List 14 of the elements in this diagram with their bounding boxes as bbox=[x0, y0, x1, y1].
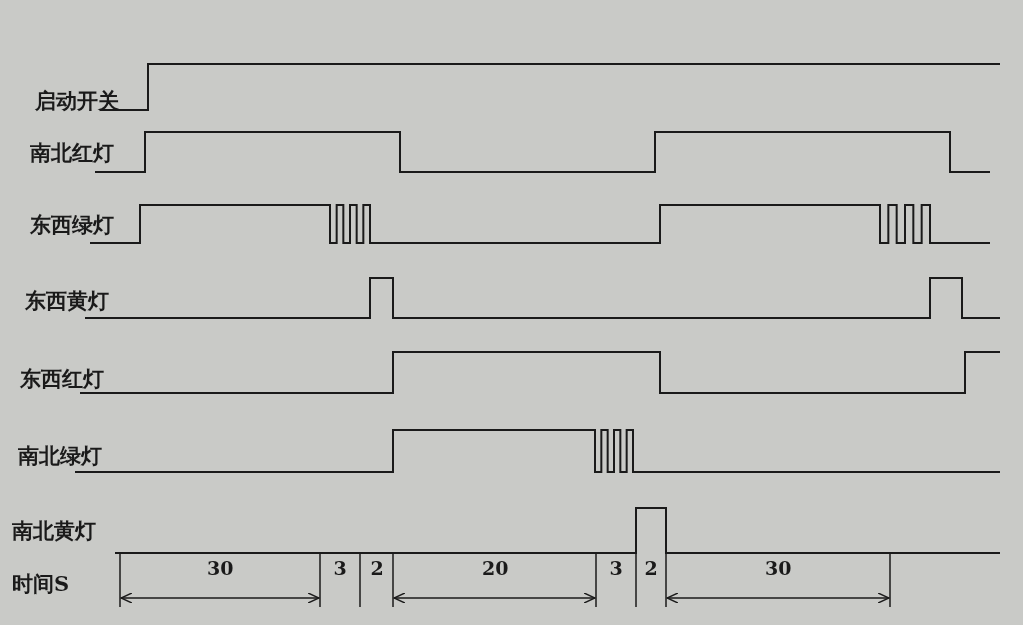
axis-label: 时间S bbox=[12, 572, 70, 594]
signal-label: 南北绿灯 bbox=[18, 444, 102, 466]
dimension-label: 3 bbox=[609, 558, 623, 578]
dimension-label: 30 bbox=[207, 558, 234, 578]
dimension-label: 3 bbox=[333, 558, 347, 578]
signal-label: 南北黄灯 bbox=[12, 519, 96, 541]
signal-label: 南北红灯 bbox=[30, 141, 114, 163]
dimension-label: 2 bbox=[370, 558, 384, 578]
dimension-label: 2 bbox=[644, 558, 658, 578]
dimension-label: 20 bbox=[482, 558, 509, 578]
dimension-label: 30 bbox=[765, 558, 792, 578]
signal-label: 东西黄灯 bbox=[25, 289, 109, 311]
signal-label: 东西绿灯 bbox=[30, 213, 114, 235]
signal-label: 东西红灯 bbox=[20, 367, 104, 389]
